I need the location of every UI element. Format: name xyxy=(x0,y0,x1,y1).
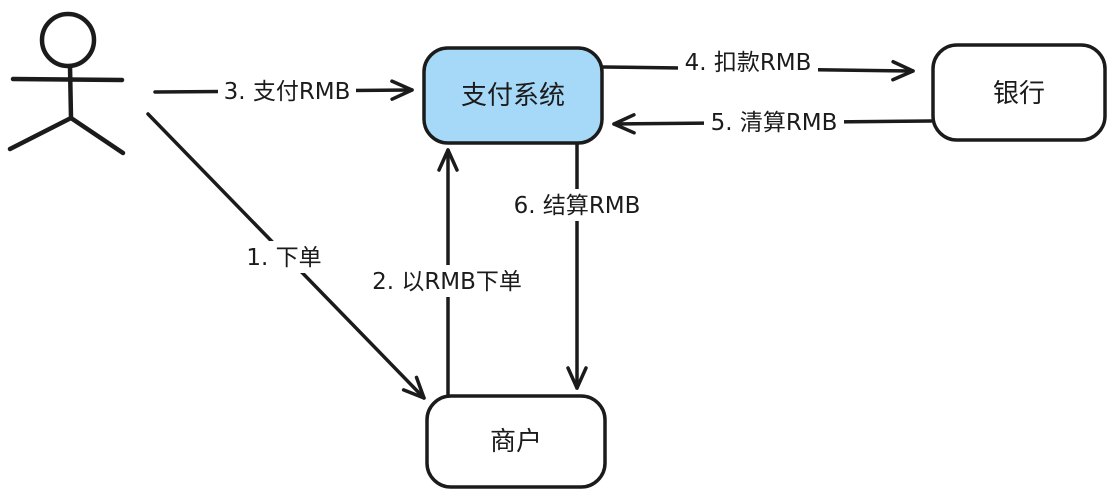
edge-6-label-bg xyxy=(507,189,647,221)
edge-1-label-bg xyxy=(239,241,331,273)
bank-label: 银行 xyxy=(993,79,1045,109)
stick-figure-right-leg xyxy=(68,115,126,156)
stick-figure-body xyxy=(67,63,74,121)
nodes: 支付系统 银行 商户 xyxy=(422,43,1107,489)
customer-stick-figure xyxy=(7,11,126,156)
stick-figure-left-leg xyxy=(7,115,74,152)
edge-4-label-group: 4. 扣款RMB xyxy=(678,46,818,78)
node-payment-system: 支付系统 xyxy=(422,46,604,145)
stick-figure-head xyxy=(39,11,97,69)
stick-figure-arms xyxy=(10,76,125,83)
edge-3-label: 3. 支付RMB xyxy=(224,79,351,105)
edge-5-label: 5. 清算RMB xyxy=(711,110,838,136)
edge-4-label: 4. 扣款RMB xyxy=(685,50,812,76)
edge-1-label: 1. 下单 xyxy=(246,245,321,271)
edge-2-label: 2. 以RMB下单 xyxy=(372,269,522,295)
node-merchant: 商户 xyxy=(425,394,607,489)
merchant-box xyxy=(425,394,607,489)
edge-5-label-group: 5. 清算RMB xyxy=(704,106,844,138)
edge-6-label: 6. 结算RMB xyxy=(514,193,641,219)
edge-5-label-bg xyxy=(704,106,844,138)
edge-4-label-bg xyxy=(678,46,818,78)
node-bank: 银行 xyxy=(931,43,1107,142)
edge-6-label-group: 6. 结算RMB xyxy=(507,189,647,221)
payment-system-box xyxy=(422,46,604,145)
bank-box xyxy=(931,43,1107,142)
payment-system-label: 支付系统 xyxy=(461,81,565,111)
edge-2-label-group: 2. 以RMB下单 xyxy=(365,265,529,297)
merchant-label: 商户 xyxy=(490,427,542,457)
edge-3-label-group: 3. 支付RMB xyxy=(218,75,356,107)
edge-1-label-group: 1. 下单 xyxy=(239,241,331,273)
edge-2-label-bg xyxy=(365,265,529,297)
edge-labels: 1. 下单 2. 以RMB下单 3. 支付RMB 4. 扣款RMB 5. 清算R… xyxy=(218,46,844,297)
edge-3-label-bg xyxy=(218,75,356,107)
